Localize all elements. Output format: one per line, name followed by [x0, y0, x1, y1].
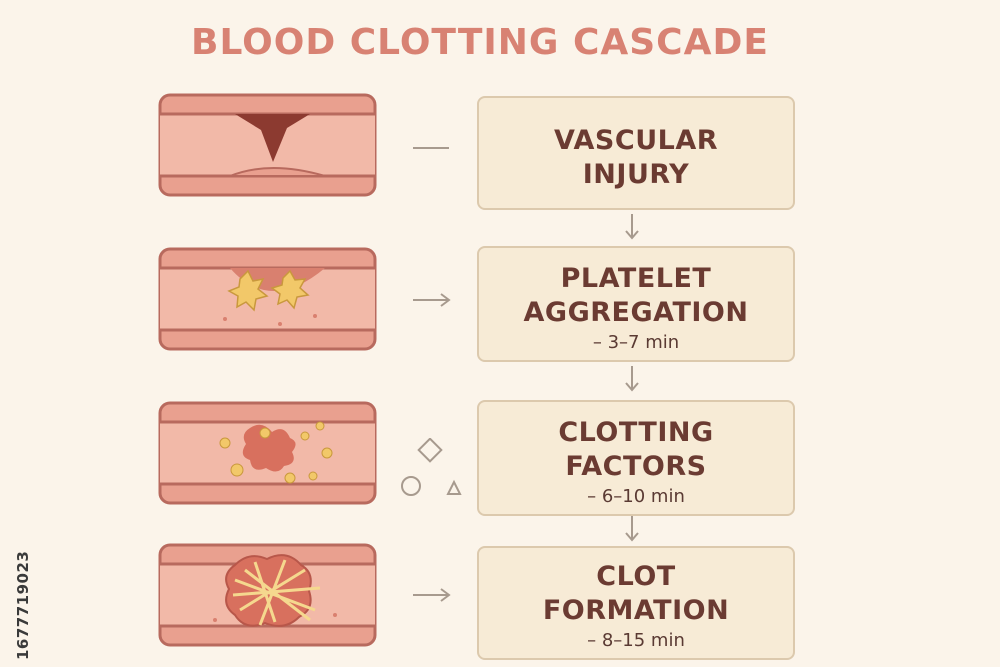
arrow-right-icon: [413, 293, 451, 307]
arrow-down-icon: [625, 366, 639, 392]
step-title-line2: AGGREGATION: [523, 297, 749, 328]
arrow-down-icon: [625, 516, 639, 542]
step-box-vascular-injury: VASCULAR INJURY: [477, 96, 795, 210]
step-duration: – 3–7 min: [592, 332, 680, 353]
vessel-clot-formation-illustration: [158, 543, 377, 647]
step-box-clotting-factors: CLOTTING FACTORS – 6–10 min: [477, 400, 795, 516]
arrow-right-icon: [413, 588, 451, 602]
step-title-line1: CLOT: [596, 561, 676, 592]
step-box-platelet-aggregation: PLATELET AGGREGATION – 3–7 min: [477, 246, 795, 362]
step-title-line2: FACTORS: [565, 451, 707, 482]
vessel-clotting-factors-illustration: [158, 401, 377, 505]
factor-shapes-icon: [401, 438, 462, 496]
diagram-title: BLOOD CLOTTING CASCADE: [191, 22, 769, 63]
step-duration: – 8–15 min: [587, 630, 685, 651]
step-title-line2: FORMATION: [542, 595, 730, 626]
step-box-clot-formation: CLOT FORMATION – 8–15 min: [477, 546, 795, 660]
step-title-line1: CLOTTING: [558, 417, 714, 448]
connector-line-icon: [413, 147, 449, 149]
arrow-down-icon: [625, 214, 639, 240]
step-title-line1: VASCULAR: [553, 125, 719, 156]
side-id-number: 1677719023: [14, 550, 32, 660]
vessel-injury-illustration: [158, 93, 377, 197]
vessel-platelet-illustration: [158, 247, 377, 351]
step-title-line2: INJURY: [582, 159, 690, 190]
step-title-line1: PLATELET: [560, 263, 712, 294]
step-duration: – 6–10 min: [587, 486, 685, 507]
